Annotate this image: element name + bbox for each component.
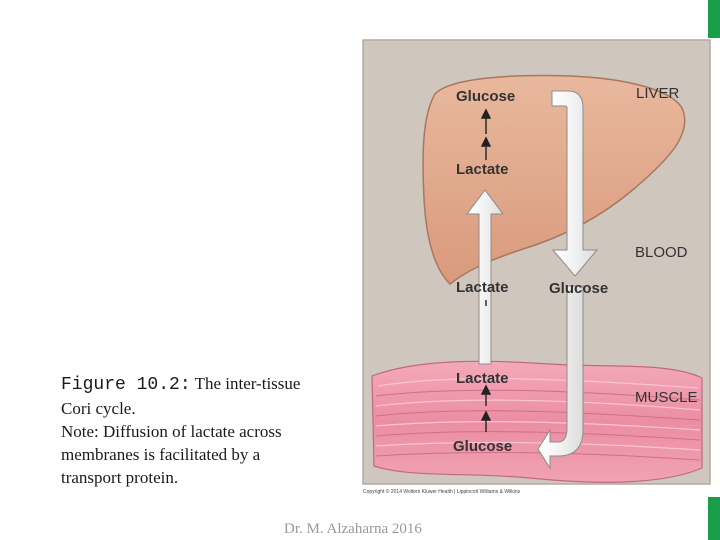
caption-line-1: Figure 10.2: The inter-tissue [61,372,361,397]
blood-glucose-label: Glucose [549,280,608,297]
caption-title: The inter-tissue [190,374,301,393]
figure-label: Figure 10.2: [61,375,191,395]
cori-cycle-diagram: Glucose Lactate Lactate Glucose Lactate … [362,39,711,495]
liver-lactate-label: Lactate [456,161,509,178]
muscle-reaction-arrows [480,384,492,432]
accent-bar-bottom [708,497,720,540]
liver-reaction-arrows [480,108,492,160]
liver-label: LIVER [636,85,680,102]
muscle-label: MUSCLE [635,389,698,406]
figure-caption: Figure 10.2: The inter-tissue Cori cycle… [61,372,361,489]
blood-label: BLOOD [635,244,688,261]
glucose-transport-arrow [551,90,599,277]
footer-author: Dr. M. Alzaharna 2016 [284,521,422,537]
glucose-uptake-arrow [537,285,584,470]
muscle-tissue [371,360,703,483]
caption-line-2: Cori cycle. [61,399,136,418]
liver-glucose-label: Glucose [456,88,515,105]
caption-line-3: Note: Diffusion of lactate across [61,422,282,441]
accent-bar-top [708,0,720,38]
caption-line-5: transport protein. [61,468,179,487]
muscle-lactate-label: Lactate [456,370,509,387]
muscle-glucose-label: Glucose [453,438,512,455]
copyright-text: Copyright © 2014 Wolters Kluwer Health |… [363,488,521,495]
caption-line-4: membranes is facilitated by a [61,445,261,464]
blood-lactate-label: Lactate [456,279,509,296]
lactate-transport-arrow [466,189,504,365]
